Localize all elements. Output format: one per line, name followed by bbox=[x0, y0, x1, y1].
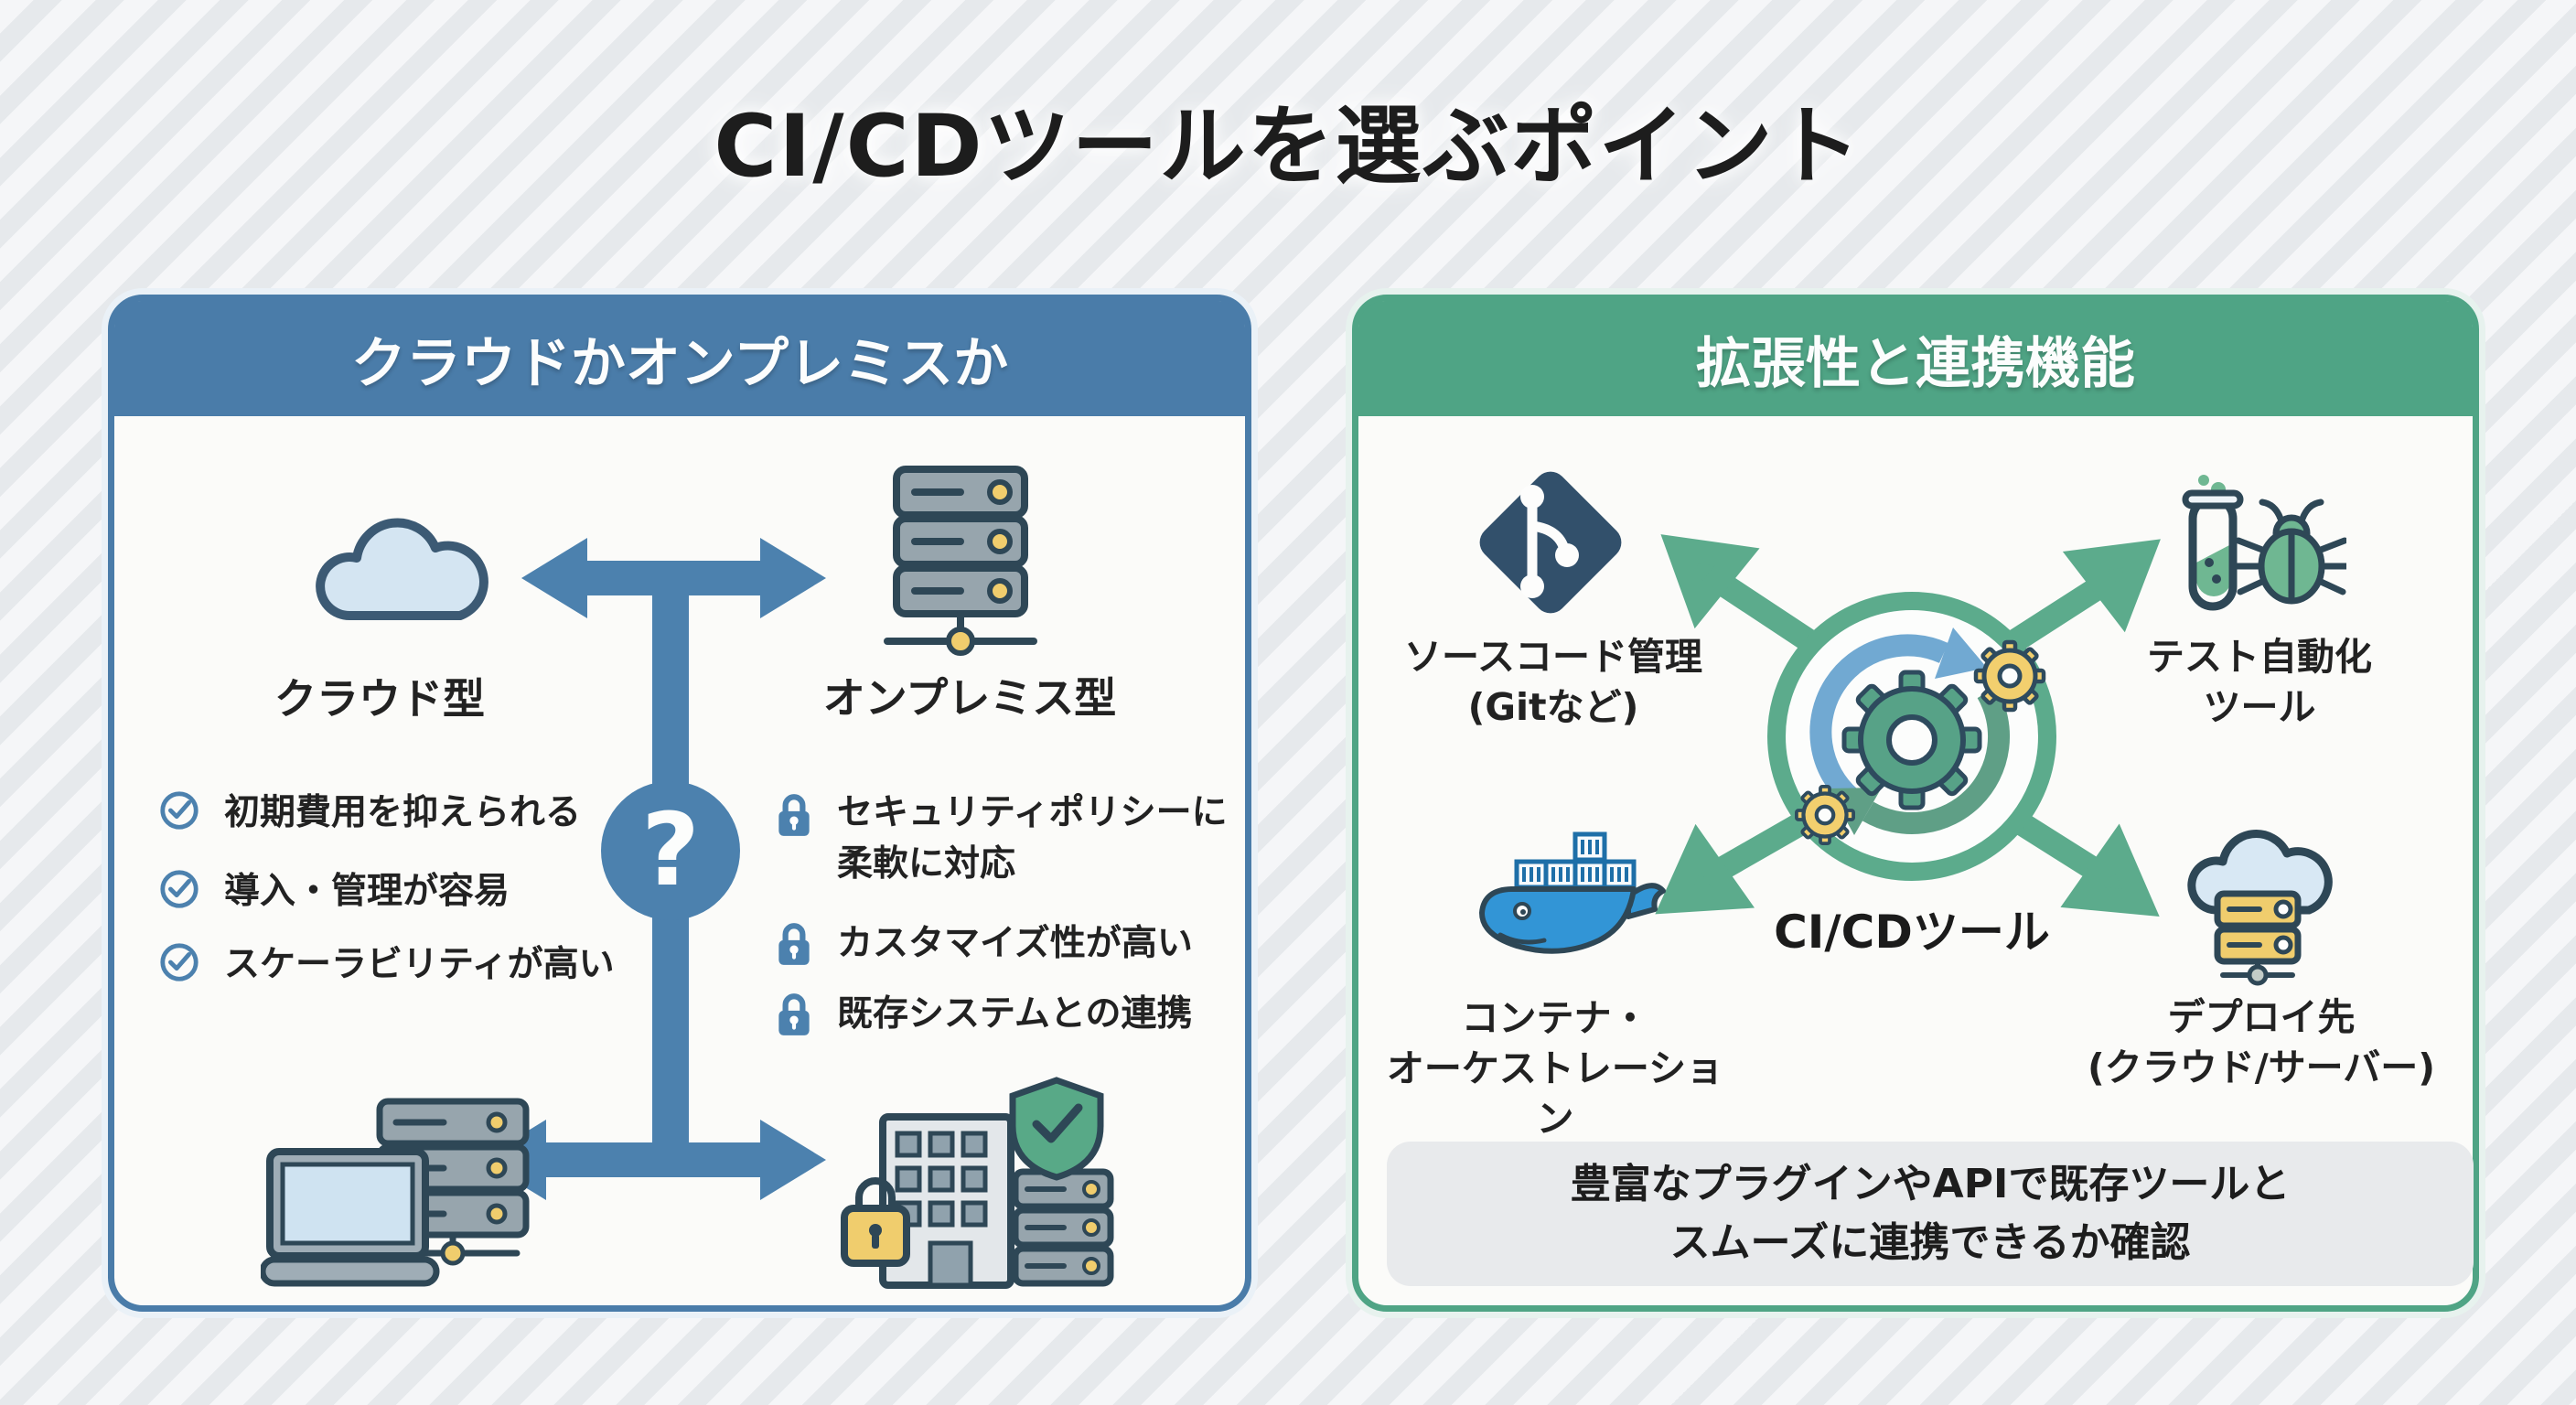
arrow-up-left-icon bbox=[1660, 534, 1760, 629]
node-label-line: ツール bbox=[2203, 685, 2316, 729]
padlock-icon bbox=[841, 1177, 910, 1267]
node-test-label: テスト自動化 ツール bbox=[2077, 632, 2442, 733]
check-circle-icon bbox=[160, 943, 199, 981]
arrow-down-right-icon bbox=[2060, 823, 2160, 917]
benefit-text: 導入・管理が容易 bbox=[224, 871, 510, 912]
docker-whale-icon bbox=[1479, 831, 1666, 954]
node-deploy-label: デプロイ先 (クラウド/サーバー) bbox=[2078, 992, 2444, 1093]
benefit-text: 既存システムとの連携 bbox=[837, 993, 1193, 1035]
arrow-left-icon bbox=[521, 538, 587, 618]
benefit-row: 導入・管理が容易 bbox=[158, 868, 510, 916]
gear-small-icon bbox=[1795, 785, 1855, 845]
note-line: スムーズに連携できるか確認 bbox=[1669, 1219, 2191, 1266]
benefit-row: 既存システムとの連携 bbox=[775, 991, 1192, 1038]
node-label-line: コンテナ・ bbox=[1461, 996, 1649, 1040]
cloud-type-label: クラウド型 bbox=[274, 674, 485, 724]
integration-note: 豊富なプラグインやAPIで既存ツールと スムーズに連携できるか確認 bbox=[1387, 1142, 2474, 1286]
gear-small-icon bbox=[1973, 639, 2046, 713]
check-circle-icon bbox=[160, 870, 199, 908]
lock-icon bbox=[778, 794, 810, 836]
bottom-arrow-shaft bbox=[540, 1142, 768, 1177]
right-panel-header: 拡張性と連携機能 bbox=[1358, 301, 2473, 416]
node-label-line: テスト自動化 bbox=[2147, 635, 2372, 679]
node-label-line: デプロイ先 bbox=[2167, 995, 2356, 1039]
cloud-icon bbox=[316, 518, 488, 621]
decision-connector-graphic: ? bbox=[480, 538, 826, 1200]
benefit-text: カスタマイズ性が高い bbox=[837, 923, 1193, 964]
arrow-right-icon bbox=[760, 538, 826, 618]
cicd-hub-graphic bbox=[1655, 534, 2161, 917]
laptop-servers-icon bbox=[261, 1098, 530, 1287]
page-title: CI/CDツールを選ぶポイント bbox=[714, 97, 1862, 197]
cloud-deploy-icon bbox=[2187, 830, 2333, 986]
test-automation-icon bbox=[2182, 475, 2346, 611]
benefit-text: 柔軟に対応 bbox=[837, 843, 1016, 885]
onprem-type-label: オンプレミス型 bbox=[822, 673, 1117, 723]
benefit-row: 初期費用を抑えられる bbox=[158, 789, 581, 837]
node-label-line: (Gitなど) bbox=[1467, 685, 1639, 729]
benefit-text: セキュリティポリシーに bbox=[837, 792, 1228, 833]
benefit-row: スケーラビリティが高い bbox=[158, 941, 615, 989]
node-label-line: ソースコード管理 bbox=[1404, 635, 1702, 679]
lock-icon bbox=[778, 993, 810, 1035]
cicd-tool-label: CI/CDツール bbox=[1774, 906, 2050, 959]
benefit-text: 初期費用を抑えられる bbox=[224, 792, 582, 833]
benefit-row: セキュリティポリシーに 柔軟に対応 bbox=[775, 788, 1228, 890]
question-mark: ? bbox=[641, 791, 700, 908]
server-rack-icon bbox=[884, 466, 1037, 656]
panel-cloud-vs-onprem: クラウドかオンプレミスか ? クラウド型 bbox=[108, 295, 1251, 1312]
node-container-label: コンテナ・ オーケストレーション bbox=[1372, 993, 1738, 1144]
arrow-right-icon bbox=[760, 1120, 826, 1200]
benefit-text: スケーラビリティが高い bbox=[224, 944, 615, 985]
node-source-label: ソースコード管理 (Gitなど) bbox=[1370, 632, 1736, 733]
panel-extensibility: 拡張性と連携機能 bbox=[1352, 295, 2479, 1312]
benefit-row: カスタマイズ性が高い bbox=[775, 920, 1193, 968]
lock-icon bbox=[778, 923, 810, 965]
bug-icon bbox=[2231, 499, 2346, 605]
question-circle-icon bbox=[601, 781, 740, 920]
building-shield-icon bbox=[841, 1077, 1114, 1289]
note-line: 豊富なプラグインやAPIで既存ツールと bbox=[1570, 1161, 2291, 1207]
node-label-line: オーケストレーション bbox=[1386, 1046, 1724, 1141]
check-circle-icon bbox=[160, 791, 199, 830]
node-label-line: (クラウド/サーバー) bbox=[2087, 1046, 2436, 1089]
git-icon bbox=[1479, 471, 1622, 614]
left-panel-header: クラウドかオンプレミスか bbox=[114, 301, 1245, 416]
arrow-down-left-icon bbox=[1655, 823, 1755, 915]
arrow-up-right-icon bbox=[2062, 539, 2161, 633]
gear-icon bbox=[1841, 670, 1982, 810]
